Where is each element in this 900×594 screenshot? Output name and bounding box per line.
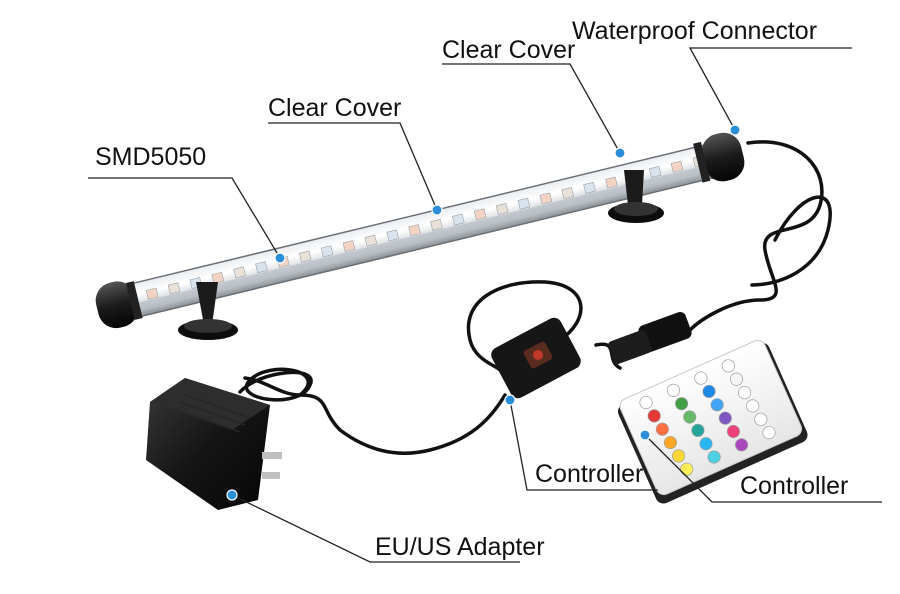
- led-chips: [145, 155, 706, 300]
- remote-button: [639, 395, 653, 410]
- led-chip: [342, 240, 356, 252]
- leader-clear-cover-top: [442, 63, 621, 154]
- leader-lines: [88, 47, 882, 563]
- led-chip: [408, 224, 421, 237]
- suction-cup-right: [608, 170, 664, 223]
- label-clear-cover-mid: Clear Cover: [268, 94, 402, 122]
- led-tube: [95, 132, 745, 329]
- remote-button: [691, 423, 705, 437]
- remote-button: [675, 397, 689, 411]
- led-chip: [145, 287, 159, 300]
- remote-button: [699, 437, 713, 451]
- leader-clear-cover-mid: [268, 122, 438, 211]
- led-chip: [517, 197, 531, 210]
- remote-button: [666, 383, 681, 397]
- led-chip: [211, 271, 225, 284]
- end-cap-right: [701, 132, 745, 182]
- led-chip: [561, 187, 574, 200]
- led-chip: [473, 208, 487, 221]
- remote-button: [746, 399, 760, 413]
- marker-adapter: [226, 489, 238, 501]
- connector-cable: [688, 140, 824, 332]
- remote-button: [663, 436, 678, 450]
- leader-adapter: [231, 494, 520, 563]
- label-controller-remote: Controller: [740, 472, 849, 500]
- marker-smd5050: [274, 252, 286, 264]
- led-chip: [430, 218, 443, 231]
- led-chip: [364, 234, 378, 247]
- power-adapter: [146, 378, 282, 510]
- led-chip: [648, 166, 662, 178]
- controller-cable-loop: [466, 280, 583, 372]
- marker-dots: [226, 124, 741, 501]
- label-eu-us-adapter: EU/US Adapter: [375, 533, 545, 561]
- remote-button: [707, 450, 721, 464]
- remote-button: [726, 424, 740, 439]
- remote-button: [754, 412, 768, 426]
- led-chip: [320, 245, 334, 258]
- remote-button: [702, 384, 716, 399]
- led-chip: [233, 266, 246, 279]
- label-waterproof-connector: Waterproof Connector: [572, 17, 818, 45]
- led-chip: [495, 203, 509, 215]
- remote-button: [647, 409, 661, 423]
- led-chip: [452, 213, 465, 226]
- leader-smd5050: [88, 177, 281, 259]
- remote-buttons: [639, 359, 776, 476]
- led-chip: [255, 261, 268, 274]
- marker-controller-inline: [504, 394, 516, 406]
- led-chip: [386, 229, 400, 242]
- label-smd5050: SMD5050: [95, 143, 207, 171]
- label-controller-inline: Controller: [535, 460, 644, 488]
- leader-waterproof-connector: [688, 47, 852, 131]
- end-cap-left: [95, 281, 138, 329]
- marker-clear-cover-top: [614, 147, 626, 159]
- remote-button: [694, 371, 708, 385]
- leader-controller-inline: [509, 399, 658, 491]
- remote-button: [738, 386, 752, 400]
- remote-button: [672, 449, 686, 463]
- remote-button: [735, 438, 749, 452]
- leader-controller-remote: [644, 434, 882, 503]
- usb-connector: [608, 311, 692, 364]
- led-chip: [583, 181, 596, 194]
- remote-button: [710, 398, 724, 412]
- inline-controller: [491, 317, 581, 399]
- remote-button: [721, 359, 735, 373]
- remote-button: [683, 410, 697, 424]
- marker-waterproof-connector: [729, 124, 741, 136]
- connector-cable-loop: [750, 195, 832, 287]
- adapter-cable: [243, 376, 507, 455]
- led-chip: [539, 192, 553, 205]
- remote-button: [718, 411, 732, 425]
- led-chip: [670, 160, 684, 173]
- remote-button: [655, 422, 669, 436]
- led-chip: [167, 282, 181, 295]
- label-clear-cover-top: Clear Cover: [442, 36, 576, 64]
- led-chip: [298, 250, 312, 263]
- led-chip: [605, 176, 618, 189]
- remote-button: [762, 426, 776, 440]
- marker-clear-cover-mid: [431, 204, 443, 216]
- remote-button: [729, 372, 743, 386]
- marker-controller-remote: [639, 429, 651, 441]
- adapter-cable-tangle: [238, 367, 313, 402]
- suction-cup-left: [178, 282, 238, 340]
